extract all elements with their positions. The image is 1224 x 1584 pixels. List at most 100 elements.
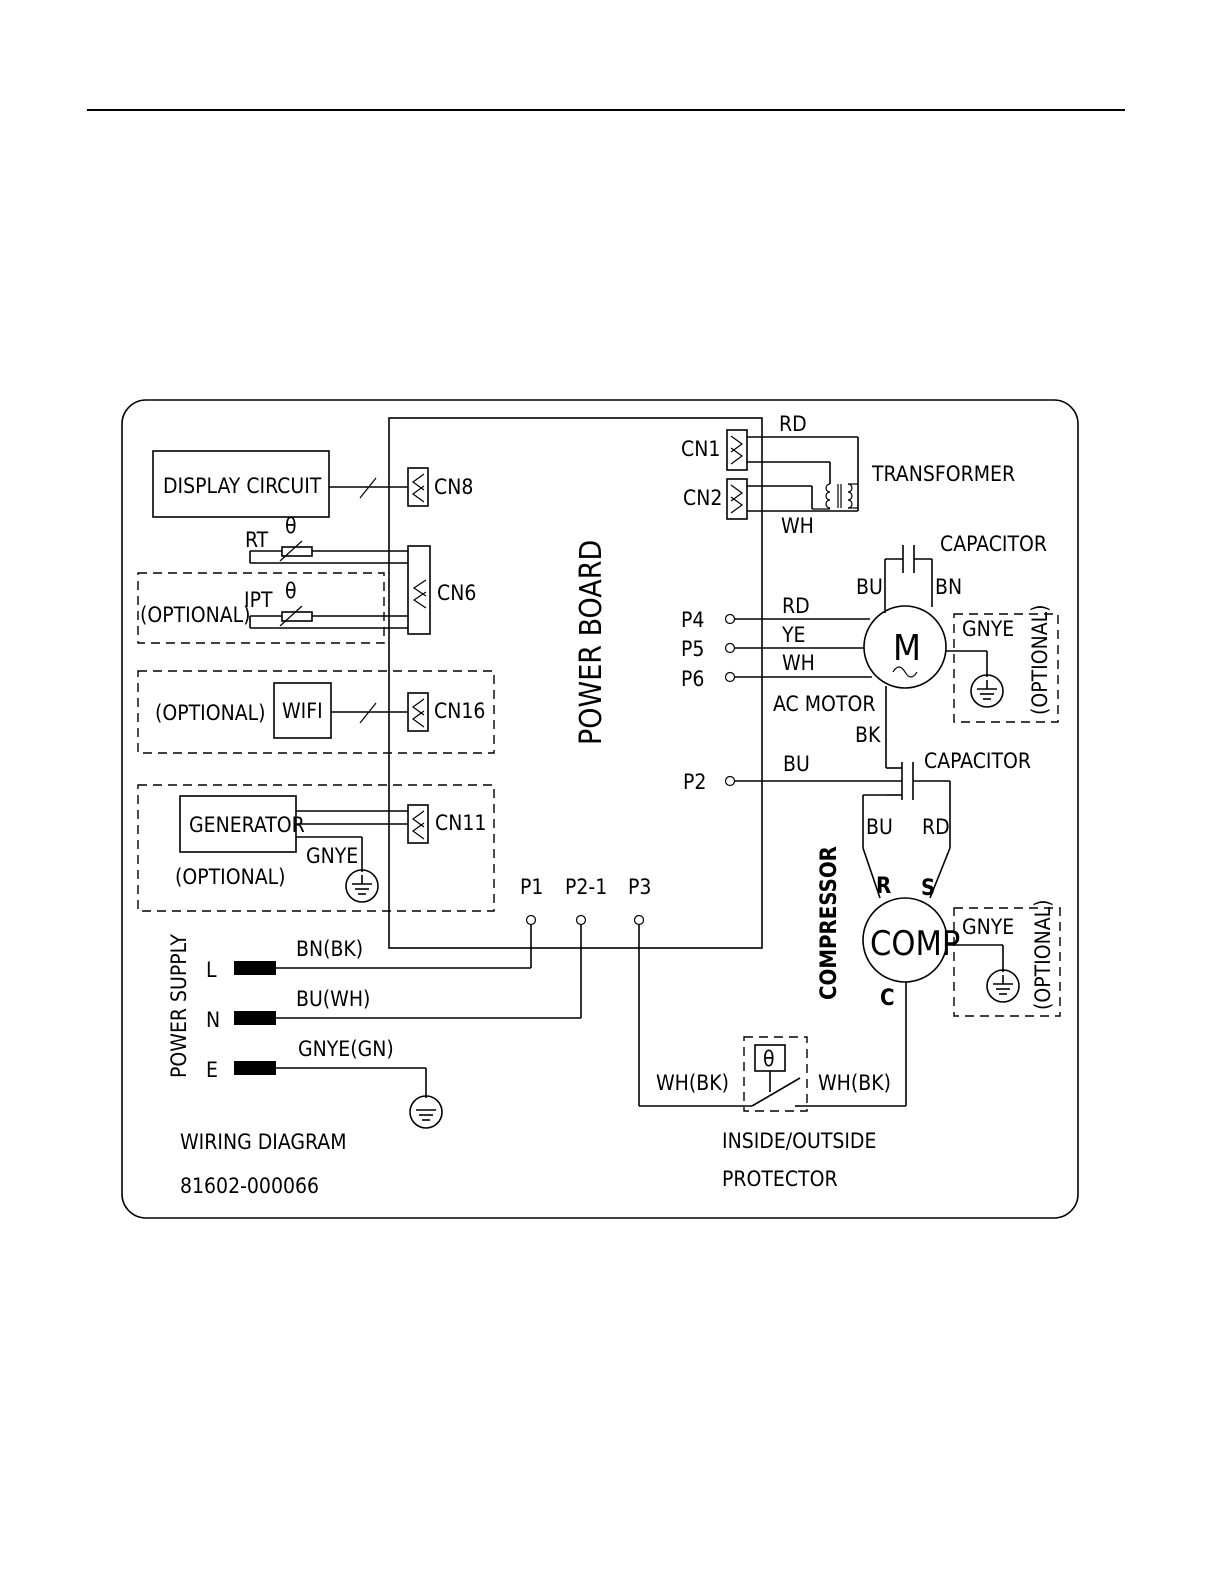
protector-label-line2: PROTECTOR [722,1167,838,1191]
cn1-connector [726,429,748,471]
ipt-optional-label: (OPTIONAL) [140,603,251,627]
comp-capacitor-label: CAPACITOR [924,749,1031,773]
diagram-title: WIRING DIAGRAM [180,1130,347,1154]
diagram-part-number: 81602-000066 [180,1174,319,1198]
fan-capacitor-bn-label: BN [935,575,962,599]
p4-rd-label: RD [782,594,810,618]
ac-motor-label: AC MOTOR [773,692,875,716]
comp-optional-label: (OPTIONAL) [1031,899,1055,1010]
comp-s-label: S [921,876,935,901]
comp-bu-label: BU [866,815,893,839]
supply-l-label: L [206,958,217,982]
motor-optional-label: (OPTIONAL) [1028,604,1052,715]
transformer-label: TRANSFORMER [871,462,1015,486]
cn8-connector [407,467,429,507]
comp-c-label: C [880,986,895,1011]
p5-label: P5 [681,637,704,661]
comp-gnye-label: GNYE [962,915,1014,939]
p5-terminal [724,642,736,654]
comp-ground-icon [986,969,1020,1003]
supply-e-label: E [206,1058,218,1082]
cn16-connector [407,692,429,732]
cn6-connector [407,545,431,635]
cn2-label: CN2 [683,486,722,510]
generator-optional-region [137,784,495,912]
cn11-label: CN11 [435,811,486,835]
cn11-connector [407,804,429,844]
p1-label: P1 [520,875,543,899]
comp-rd-label: RD [922,815,950,839]
wire-l-label: BN(BK) [296,937,363,961]
supply-ground-icon [409,1095,443,1129]
power-supply-label: POWER SUPPLY [167,934,191,1078]
protector-theta-label: θ [763,1047,775,1071]
ipt-theta-label: θ [285,579,297,603]
compressor-label: COMPRESSOR [817,846,842,1000]
p3-label: P3 [628,875,651,899]
ipt-optional-region [137,572,385,644]
generator-ground-icon [345,869,379,903]
p3-terminal [633,914,645,926]
motor-ground-optional-region [953,613,1059,723]
cn16-label: CN16 [434,699,485,723]
comp-ground-optional-region [953,907,1061,1017]
motor-gnye-label: GNYE [962,617,1014,641]
p2-1-label: P2-1 [565,875,607,899]
supply-n-label: N [206,1008,220,1032]
comp-r-label: R [876,874,891,899]
motor-ground-icon [970,674,1004,708]
transformer-coil-icon [812,483,858,510]
ac-motor: M [863,605,947,689]
p6-wh-label: WH [782,651,815,675]
compressor-comp-label: COMP [870,924,960,964]
compressor: COMP [862,897,960,983]
generator-label: GENERATOR [189,813,305,837]
protector-left-wire-label: WH(BK) [656,1071,729,1095]
plug-n [234,1011,276,1025]
ac-motor-m-label: M [893,628,921,669]
cn8-label: CN8 [434,475,473,499]
plug-e [234,1061,276,1075]
rt-theta-label: θ [285,514,297,538]
p2-terminal [724,775,736,787]
wire-n-label: BU(WH) [296,987,370,1011]
diagram-frame [121,399,1079,1219]
protector-right-wire-label: WH(BK) [818,1071,891,1095]
rt-label: RT [245,528,269,552]
cn2-connector [726,478,748,520]
p4-terminal [724,613,736,625]
wire-e-label: GNYE(GN) [298,1037,394,1061]
wifi-label: WIFI [282,699,323,723]
p2-label: P2 [683,770,706,794]
p4-label: P4 [681,608,704,632]
generator-optional-label: (OPTIONAL) [175,865,286,889]
wifi-optional-label: (OPTIONAL) [155,701,266,725]
power-board-box [388,417,763,949]
power-board-label: POWER BOARD [574,540,609,745]
comp-capacitor-icon [901,762,914,800]
ipt-label: IPT [244,588,273,612]
wifi-box [273,682,332,739]
p6-label: P6 [681,667,704,691]
plug-l [234,961,276,975]
p2-1-terminal [575,914,587,926]
fan-capacitor-bu-label: BU [856,575,883,599]
cn6-label: CN6 [437,581,476,605]
p2-bu-label: BU [783,752,810,776]
display-circuit-box [152,450,330,518]
p1-terminal [525,914,537,926]
wifi-optional-region [137,670,495,754]
fan-capacitor-label: CAPACITOR [940,532,1047,556]
transformer-rd-label: RD [779,412,807,436]
cn1-label: CN1 [681,437,720,461]
transformer-wh-label: WH [781,514,814,538]
fan-capacitor-icon [902,545,915,573]
motor-bk-label: BK [855,723,881,747]
generator-gnye-label: GNYE [306,844,358,868]
p5-ye-label: YE [781,623,805,647]
p6-terminal [724,671,736,683]
protector-region [743,1036,808,1112]
display-circuit-label: DISPLAY CIRCUIT [163,474,322,498]
protector-label-line1: INSIDE/OUTSIDE [722,1129,876,1153]
